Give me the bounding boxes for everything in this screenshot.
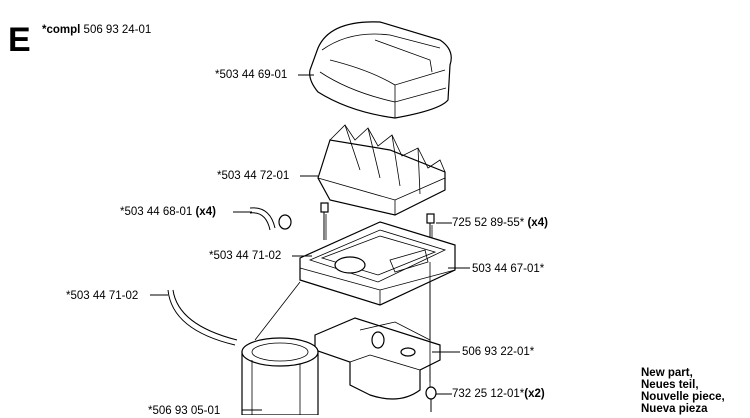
part-number: *503 44 68-01 [120,206,193,218]
part-label-nut: 732 25 12-01*(x2) [452,387,545,401]
part-number: *503 44 71-02 [209,250,282,262]
part-number: 506 93 22-01* [462,346,535,358]
part-label-cylinder: *506 93 05-01 [148,404,220,418]
legend-line: New part, [641,367,693,379]
part-number: 725 52 89-55* [452,217,525,229]
nut-drawing [425,386,437,412]
part-quantity: (x4) [527,217,548,229]
part-label-filter-holder: 503 44 67-01* [472,262,544,276]
assembly-guide-lines [254,262,431,382]
part-label-filter-element: *503 44 72-01 [217,169,289,183]
filter-cover-drawing [309,21,452,119]
legend-line: Neues teil, [641,379,699,391]
filter-holder-drawing [299,221,456,306]
cylinder-drawing [241,337,319,415]
legend-line: Nueva pieza [641,403,708,415]
part-number: 732 25 12-01* [452,388,525,400]
legend-line: Nouvelle piece, [641,391,725,403]
screw-left-drawing [320,202,329,240]
part-number: *503 44 69-01 [215,69,288,81]
part-label-screw: 725 52 89-55* (x4) [452,216,548,230]
part-number: *503 44 72-01 [217,170,290,182]
filter-element-drawing [317,124,446,216]
part-label-bracket: 506 93 22-01* [462,345,534,359]
part-number: *503 44 71-02 [66,290,139,302]
assembly-number-label: *compl 506 93 24-01 [42,24,151,36]
part-label-cover: *503 44 69-01 [215,68,287,82]
bracket-drawing [314,317,441,400]
assembly-number: 506 93 24-01 [83,24,152,36]
new-part-legend: New part, Neues teil, Nouvelle piece, Nu… [641,367,725,415]
part-number: 503 44 67-01* [472,263,545,275]
part-quantity: (x4) [195,206,216,218]
section-letter: E [8,21,31,59]
part-label-clip: *503 44 68-01 (x4) [120,205,216,219]
part-quantity: (x2) [524,388,545,400]
hose-drawing [167,289,238,346]
part-number: *506 93 05-01 [148,405,221,417]
part-label-holder-hose: *503 44 71-02 [209,249,281,263]
leader-lines [150,74,470,411]
clip-drawing [249,207,292,231]
part-label-hose: *503 44 71-02 [66,289,138,303]
assembly-prefix: *compl [42,24,81,36]
